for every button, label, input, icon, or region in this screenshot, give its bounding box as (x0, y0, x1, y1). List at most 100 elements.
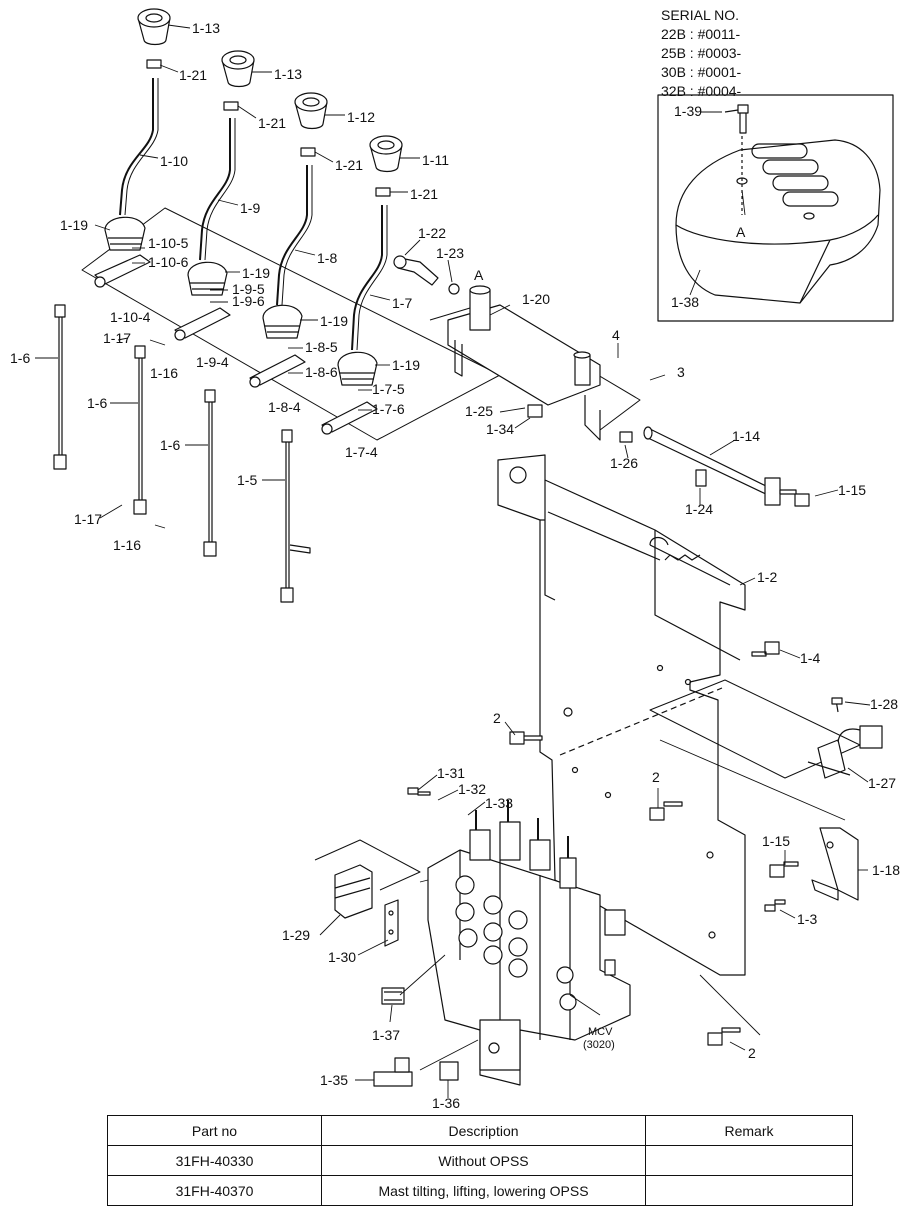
label: 2 (493, 710, 501, 726)
label: 1-10 (160, 153, 188, 169)
label: 1-21 (258, 115, 286, 131)
detail-view-cover (657, 94, 894, 322)
label: (3020) (583, 1039, 615, 1051)
label: 1-21 (410, 186, 438, 202)
label: 4 (612, 327, 620, 343)
label: 1-34 (486, 421, 514, 437)
label: 1-22 (418, 225, 446, 241)
label: 1-9 (240, 200, 260, 216)
label: 1-8-5 (305, 339, 338, 355)
fitting-1-37-icon (381, 987, 405, 1005)
label: 1-8-4 (268, 399, 301, 415)
label: 2 (748, 1045, 756, 1061)
cell-description: Without OPSS (321, 1145, 646, 1176)
label: 1-3 (797, 911, 817, 927)
detail-label: A (736, 224, 746, 240)
control-valve-mcv (427, 800, 631, 1086)
knob-1-13b-icon (221, 50, 255, 88)
label: 1-18 (872, 862, 900, 878)
serial-entry: 22B : #0011- (661, 26, 741, 42)
label: 1-6 (10, 350, 30, 366)
table-row: 31FH-40370 Mast tilting, lifting, loweri… (107, 1175, 853, 1206)
detail-label: 1-38 (671, 294, 699, 310)
lever-1-8 (249, 165, 313, 388)
fitting-1-36-icon (439, 1061, 459, 1081)
label: 1-21 (335, 157, 363, 173)
label: 1-10-4 (110, 309, 151, 325)
label: 1-13 (192, 20, 220, 36)
knob-1-12-icon (294, 92, 328, 130)
header-remark: Remark (645, 1115, 853, 1146)
label: 1-9-4 (196, 354, 229, 370)
label: 1-37 (372, 1027, 400, 1043)
lever-1-7 (321, 205, 388, 435)
label: 1-33 (485, 795, 513, 811)
label: 1-15 (762, 833, 790, 849)
part-1-29-icon (334, 864, 373, 919)
serial-title: SERIAL NO. (661, 7, 740, 23)
cell-remark (645, 1145, 853, 1176)
serial-entry: 25B : #0003- (661, 45, 742, 61)
label: A (474, 267, 484, 283)
table-header-row: Part no Description Remark (107, 1115, 853, 1146)
detail-label: 1-39 (674, 103, 702, 119)
label: 1-35 (320, 1072, 348, 1088)
label: 1-7-4 (345, 444, 378, 460)
header-description: Description (321, 1115, 646, 1146)
shaft-1-14 (643, 426, 781, 506)
label: 1-17 (74, 511, 102, 527)
tee-1-35-icon (373, 1057, 413, 1087)
part-1-30-icon (384, 899, 399, 947)
parts-diagram: 1-13 1-21 1-13 1-21 1-12 1-21 1-11 1-21 … (10, 8, 900, 1110)
label: 1-10-6 (148, 254, 189, 270)
nut-icon (146, 59, 391, 197)
label: 1-29 (282, 927, 310, 943)
cell-description: Mast tilting, lifting, lowering OPSS (321, 1175, 646, 1206)
label: 2 (652, 769, 660, 785)
rod-1-5 (280, 429, 311, 603)
label: 1-16 (150, 365, 178, 381)
knob-1-11-icon (369, 135, 403, 173)
label: 1-15 (838, 482, 866, 498)
bracket-1-20 (447, 285, 601, 441)
label: 1-20 (522, 291, 550, 307)
label: 1-7-6 (372, 401, 405, 417)
lever-1-10 (94, 78, 159, 288)
cell-remark (645, 1175, 853, 1206)
label: 1-8 (317, 250, 337, 266)
knob-1-13a-icon (137, 8, 171, 46)
label: 1-7-5 (372, 381, 405, 397)
label: 1-19 (60, 217, 88, 233)
lever-1-9 (174, 118, 236, 341)
label: MCV (588, 1026, 613, 1038)
header-part-no: Part no (107, 1115, 322, 1146)
label: 1-17 (103, 330, 131, 346)
switch-1-27-icon (807, 697, 883, 779)
label: 1-13 (274, 66, 302, 82)
label: 1-4 (800, 650, 820, 666)
rod-1-6b (133, 345, 147, 515)
label: 1-24 (685, 501, 713, 517)
label: 1-30 (328, 949, 356, 965)
label: 1-16 (113, 537, 141, 553)
table-row: 31FH-40330 Without OPSS (107, 1145, 853, 1176)
callout-labels: 1-13 1-21 1-13 1-21 1-12 1-21 1-11 1-21 … (10, 20, 900, 1110)
label: 1-6 (160, 437, 180, 453)
label: 1-12 (347, 109, 375, 125)
switch-1-22-icon (393, 255, 439, 286)
label: 1-26 (610, 455, 638, 471)
label: 1-8-6 (305, 364, 338, 380)
label: 1-19 (320, 313, 348, 329)
label: 1-7 (392, 295, 412, 311)
label: 1-31 (437, 765, 465, 781)
bolt-icon (407, 489, 810, 1046)
label: 1-28 (870, 696, 898, 712)
rod-1-6a (53, 304, 67, 470)
label: 1-11 (422, 152, 449, 168)
label: 1-10-5 (148, 235, 189, 251)
label: 1-14 (732, 428, 760, 444)
parts-table: Part no Description Remark 31FH-40330 Wi… (107, 1115, 853, 1206)
label: 1-25 (465, 403, 493, 419)
label: 1-2 (757, 569, 777, 585)
label: 1-32 (458, 781, 486, 797)
